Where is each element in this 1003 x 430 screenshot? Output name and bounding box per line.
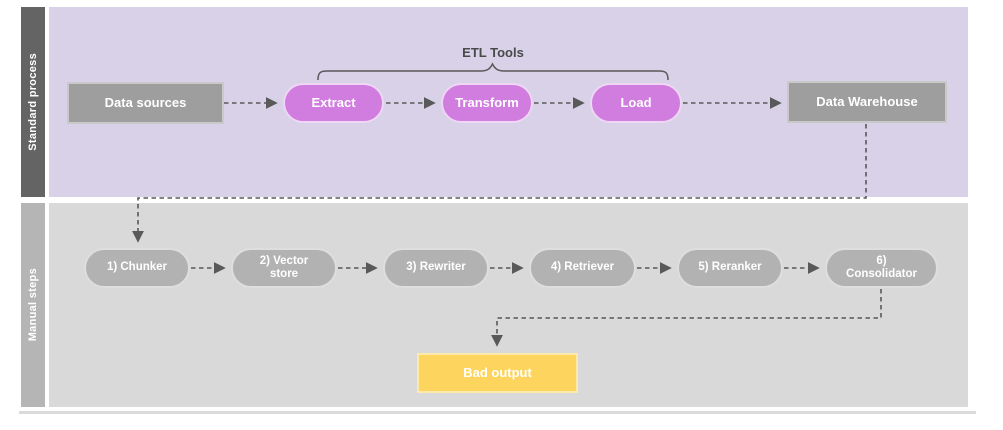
node-load: Load <box>590 83 682 123</box>
node-data-sources: Data sources <box>67 82 224 124</box>
bottom-divider <box>19 411 976 414</box>
lane-label-manual-steps: Manual steps <box>27 268 39 342</box>
node-consolidator: 6) Consolidator <box>825 248 938 288</box>
node-data-warehouse: Data Warehouse <box>787 81 947 123</box>
node-rewriter: 3) Rewriter <box>383 248 489 288</box>
lane-label-standard-process: Standard process <box>27 53 39 151</box>
lane-header-standard-process: Standard process <box>21 7 45 197</box>
node-chunker: 1) Chunker <box>84 248 190 288</box>
node-extract: Extract <box>283 83 384 123</box>
node-bad-output: Bad output <box>417 353 578 393</box>
node-transform: Transform <box>441 83 533 123</box>
node-reranker: 5) Reranker <box>677 248 783 288</box>
lane-header-manual-steps: Manual steps <box>21 203 45 407</box>
etl-tools-label: ETL Tools <box>462 45 524 60</box>
node-retriever: 4) Retriever <box>529 248 636 288</box>
node-vector-store: 2) Vector store <box>231 248 337 288</box>
